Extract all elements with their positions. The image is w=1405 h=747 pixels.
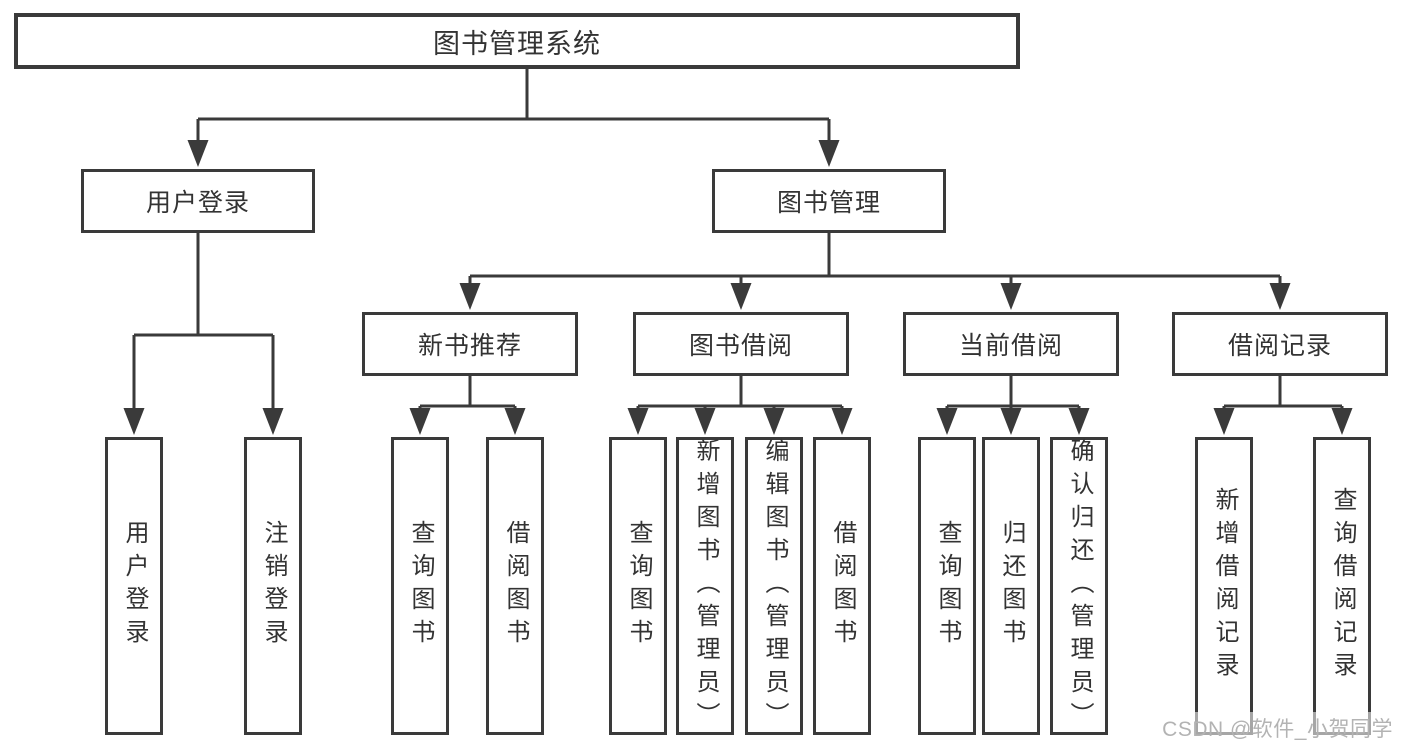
node-label: 图书管理 (776, 189, 881, 217)
edge-userlogin-to-leaves (132, 233, 275, 414)
leaf-query-books-borrow: 查询图书 (609, 437, 667, 735)
node-library-management-system: 图书管理系统 (14, 13, 1020, 69)
leaf-label: 用户登录 (121, 520, 148, 652)
node-label: 用户登录 (145, 189, 250, 217)
leaf-label: 查询图书 (934, 520, 961, 652)
arrowhead (459, 283, 481, 310)
leaf-borrow-books: 借阅图书 (813, 437, 871, 735)
arrowhead (936, 408, 958, 435)
leaf-label: 新增图书（管理员） (692, 437, 719, 735)
edge-records-to-leaves (1222, 376, 1344, 414)
node-book-borrowing: 图书借阅 (633, 312, 849, 376)
arrowhead (1331, 408, 1353, 435)
leaf-label: 查询借阅记录 (1329, 487, 1356, 685)
node-book-management: 图书管理 (712, 169, 946, 233)
node-label: 借阅记录 (1227, 332, 1332, 360)
leaf-label: 确认归还（管理员） (1066, 437, 1093, 735)
tree-edges (132, 69, 1344, 414)
leaf-label: 借阅图书 (829, 520, 856, 652)
leaf-label: 注销登录 (260, 520, 287, 652)
arrowhead (831, 408, 853, 435)
node-label: 当前借阅 (958, 332, 1063, 360)
arrowhead (504, 408, 526, 435)
leaf-edit-books-admin: 编辑图书（管理员） (745, 437, 803, 735)
node-user-login: 用户登录 (81, 169, 315, 233)
arrowhead (1269, 283, 1291, 310)
leaf-query-books-current: 查询图书 (918, 437, 976, 735)
arrowheads (123, 140, 1353, 435)
csdn-watermark: CSDN @软件_小贺同学 (1158, 712, 1397, 744)
node-borrowing-records: 借阅记录 (1172, 312, 1388, 376)
arrowhead (409, 408, 431, 435)
node-label: 图书借阅 (688, 332, 793, 360)
leaf-label: 新增借阅记录 (1211, 487, 1238, 685)
arrowhead (763, 408, 785, 435)
leaf-confirm-return-admin: 确认归还（管理员） (1050, 437, 1108, 735)
arrowhead (1068, 408, 1090, 435)
arrowhead (262, 408, 284, 435)
arrowhead (818, 140, 840, 167)
arrowhead (1213, 408, 1235, 435)
leaf-label: 查询图书 (407, 520, 434, 652)
arrowhead (187, 140, 209, 167)
leaf-user-login: 用户登录 (105, 437, 163, 735)
node-new-book-recommendation: 新书推荐 (362, 312, 578, 376)
arrowhead (1000, 408, 1022, 435)
leaf-return-books: 归还图书 (982, 437, 1040, 735)
node-label: 新书推荐 (417, 332, 522, 360)
node-label: 图书管理系统 (433, 28, 601, 59)
arrowhead (627, 408, 649, 435)
node-current-borrowing: 当前借阅 (903, 312, 1119, 376)
leaf-logout-login: 注销登录 (244, 437, 302, 735)
edge-borrow-to-leaves (636, 376, 844, 414)
leaf-label: 查询图书 (625, 520, 652, 652)
leaf-add-borrow-record: 新增借阅记录 (1195, 437, 1253, 735)
leaf-borrow-books-recommend: 借阅图书 (486, 437, 544, 735)
leaf-label: 借阅图书 (502, 520, 529, 652)
edge-bookmgmt-to-level2 (468, 233, 1282, 289)
leaf-query-borrow-record: 查询借阅记录 (1313, 437, 1371, 735)
leaf-label: 编辑图书（管理员） (761, 437, 788, 735)
leaf-add-books-admin: 新增图书（管理员） (676, 437, 734, 735)
arrowhead (1000, 283, 1022, 310)
edge-root-to-level1 (196, 69, 831, 146)
arrowhead (123, 408, 145, 435)
arrowhead (730, 283, 752, 310)
edge-recommend-to-leaves (418, 376, 517, 414)
leaf-query-books-recommend: 查询图书 (391, 437, 449, 735)
arrowhead (694, 408, 716, 435)
leaf-label: 归还图书 (998, 520, 1025, 652)
